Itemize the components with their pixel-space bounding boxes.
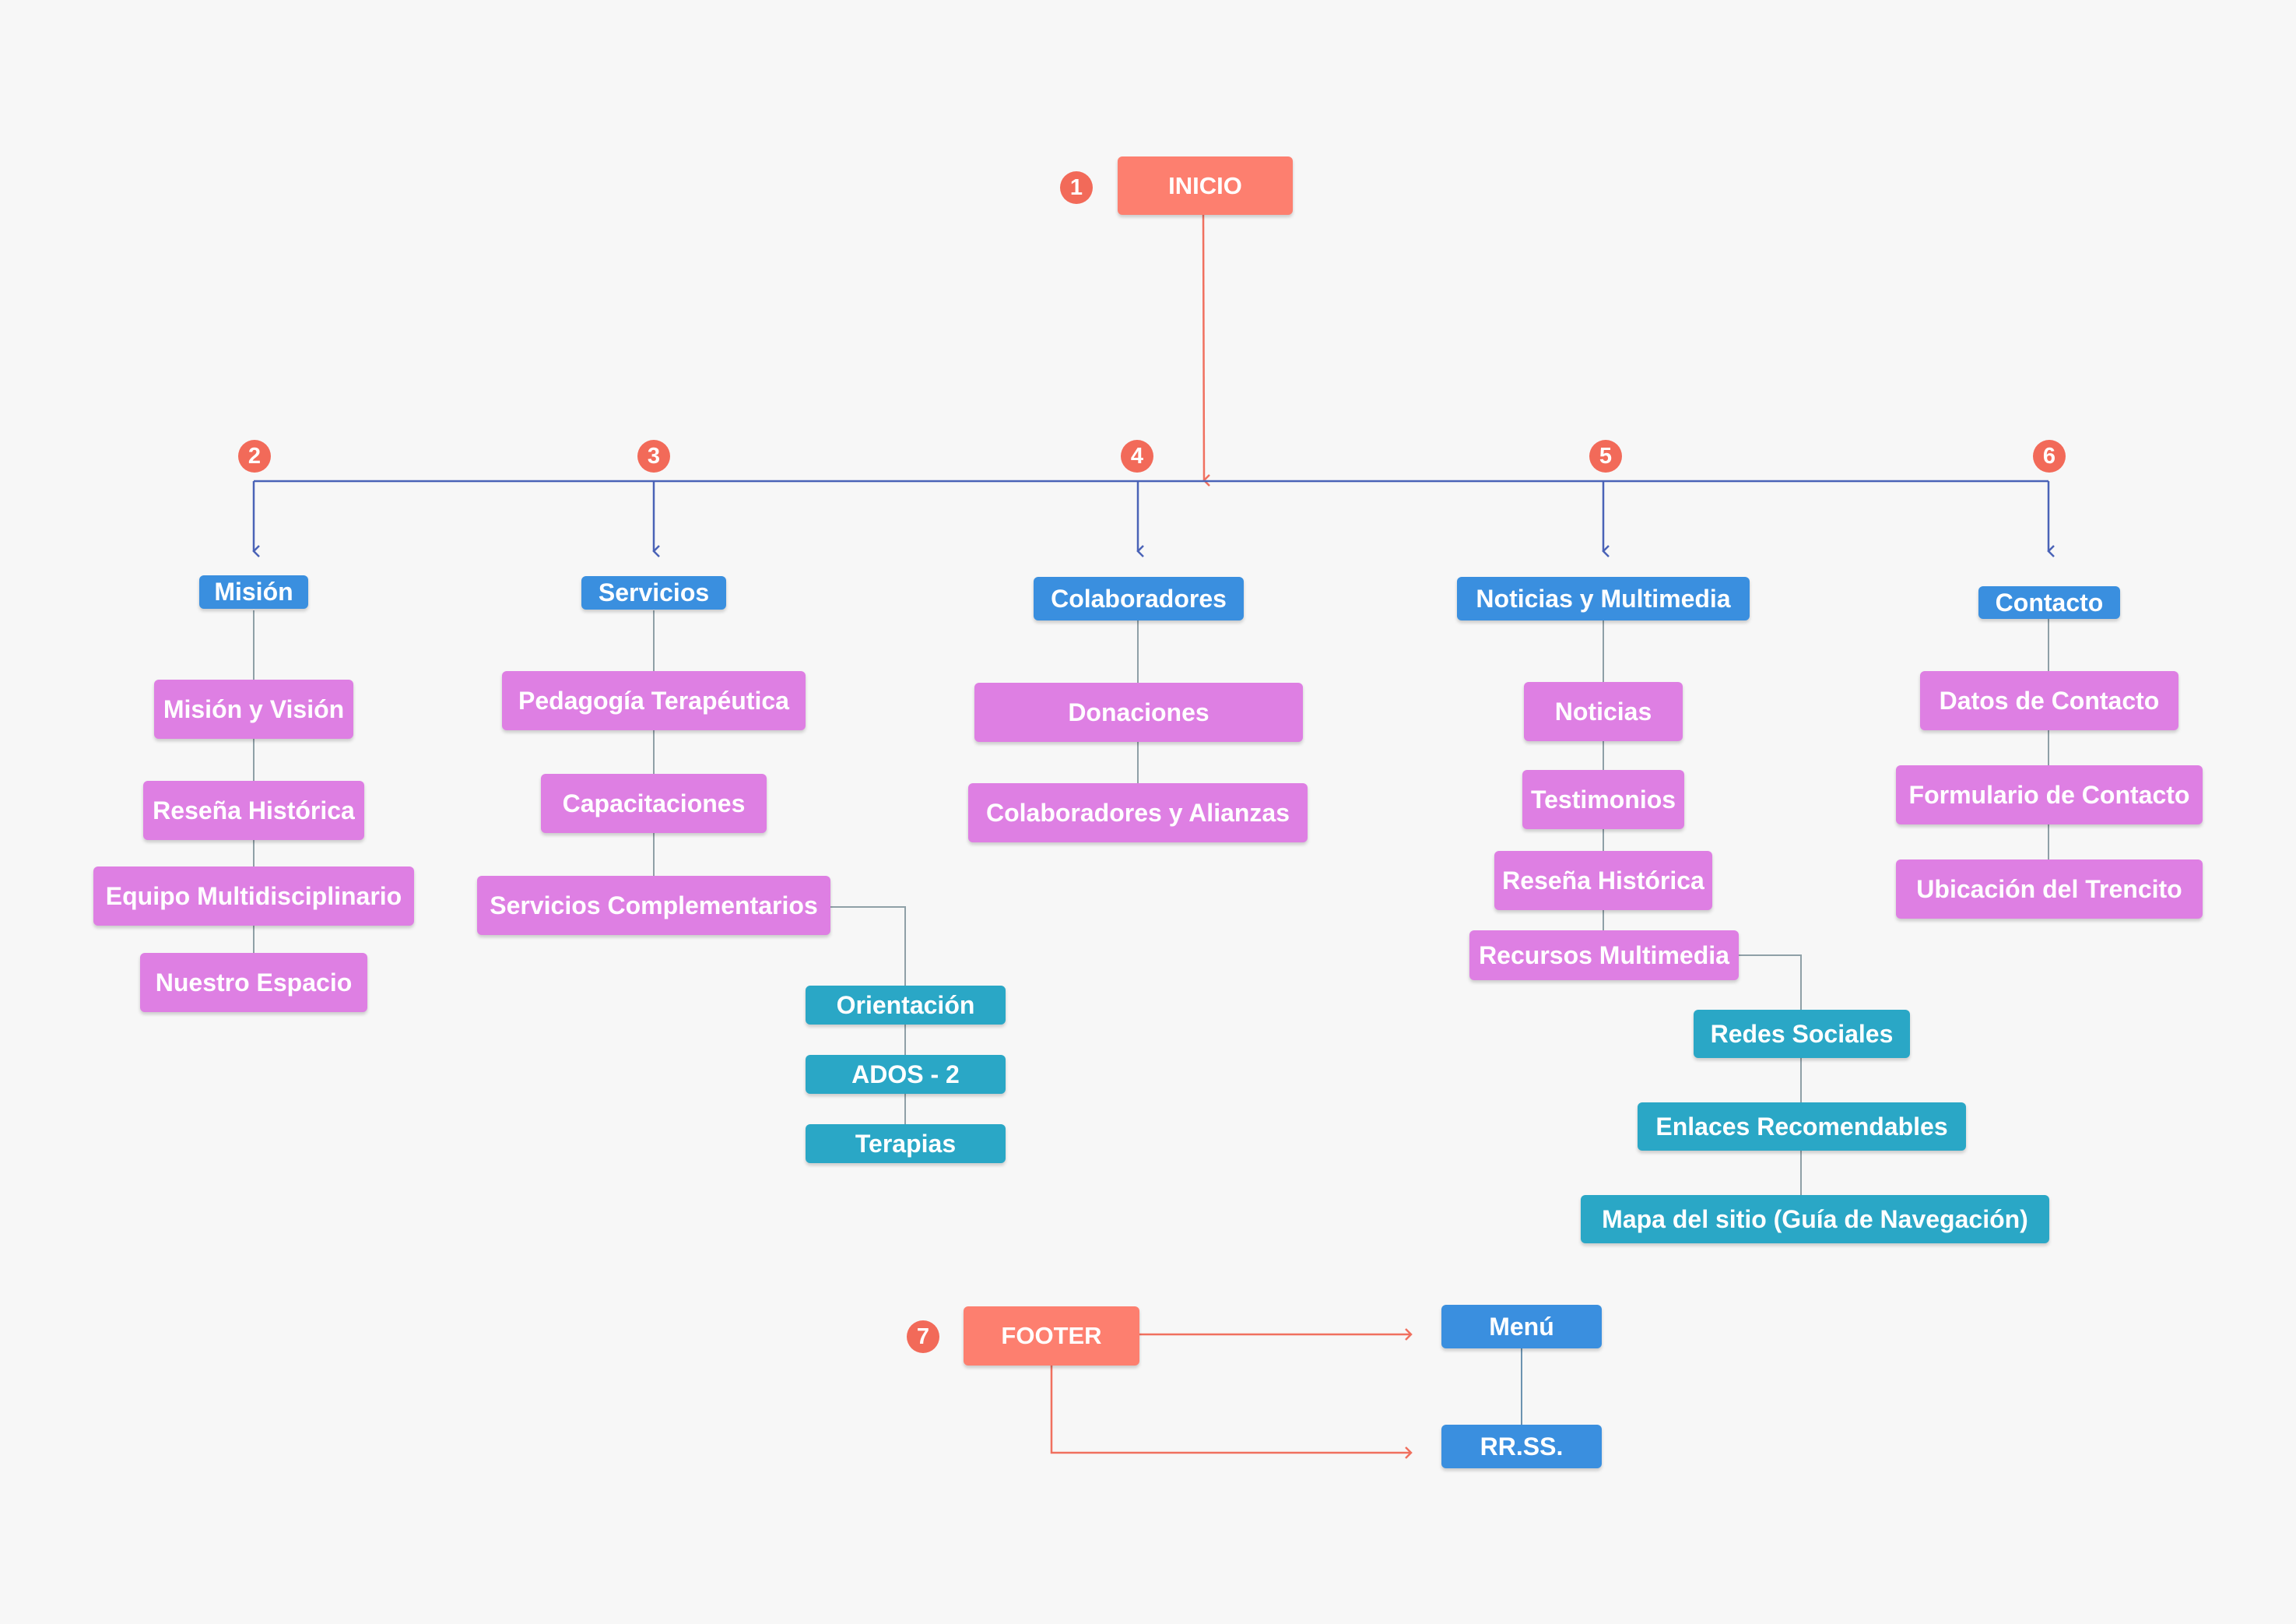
servicios-sub-orientacion[interactable]: Orientación bbox=[806, 986, 1006, 1025]
inicio-connector bbox=[1202, 213, 1210, 487]
servicios-node[interactable]: Servicios bbox=[581, 576, 726, 610]
noticias-node[interactable]: Noticias y Multimedia bbox=[1457, 577, 1750, 620]
footer-arrow-rrss bbox=[1050, 1366, 1413, 1459]
step-badge-5: 5 bbox=[1589, 440, 1622, 473]
servicios-item-pedagogia[interactable]: Pedagogía Terapéutica bbox=[502, 671, 806, 730]
mision-item-mision-vision[interactable]: Misión y Visión bbox=[154, 680, 353, 739]
footer-item-menu[interactable]: Menú bbox=[1441, 1305, 1602, 1348]
step-badge-6: 6 bbox=[2033, 440, 2066, 473]
contacto-item-ubicacion[interactable]: Ubicación del Trencito bbox=[1896, 859, 2203, 919]
step-badge-2: 2 bbox=[238, 440, 271, 473]
step-badge-1: 1 bbox=[1060, 171, 1093, 204]
footer-node[interactable]: FOOTER bbox=[964, 1306, 1139, 1366]
servicios-sub-ados[interactable]: ADOS - 2 bbox=[806, 1055, 1006, 1094]
colaboradores-item-donaciones[interactable]: Donaciones bbox=[974, 683, 1303, 742]
noticias-item-recursos[interactable]: Recursos Multimedia bbox=[1469, 930, 1739, 980]
colaboradores-item-alianzas[interactable]: Colaboradores y Alianzas bbox=[968, 783, 1308, 842]
mision-item-equipo[interactable]: Equipo Multidisciplinario bbox=[93, 866, 414, 926]
noticias-item-testimonios[interactable]: Testimonios bbox=[1522, 770, 1684, 829]
noticias-sub-redes[interactable]: Redes Sociales bbox=[1694, 1010, 1910, 1058]
noticias-sub-mapa[interactable]: Mapa del sitio (Guía de Navegación) bbox=[1581, 1195, 2049, 1243]
colaboradores-node[interactable]: Colaboradores bbox=[1034, 577, 1244, 620]
noticias-item-noticias[interactable]: Noticias bbox=[1524, 682, 1683, 741]
contacto-node[interactable]: Contacto bbox=[1978, 586, 2120, 619]
step-badge-7: 7 bbox=[907, 1320, 939, 1353]
mision-item-resena-historica[interactable]: Reseña Histórica bbox=[143, 781, 364, 840]
noticias-sub-enlaces[interactable]: Enlaces Recomendables bbox=[1638, 1102, 1966, 1151]
servicios-item-complementarios[interactable]: Servicios Complementarios bbox=[477, 876, 830, 935]
step-badge-4: 4 bbox=[1121, 440, 1153, 473]
inicio-node[interactable]: INICIO bbox=[1118, 156, 1293, 215]
servicios-sub-terapias[interactable]: Terapias bbox=[806, 1124, 1006, 1163]
footer-item-rrss[interactable]: RR.SS. bbox=[1441, 1425, 1602, 1468]
contacto-item-formulario[interactable]: Formulario de Contacto bbox=[1896, 765, 2203, 824]
mision-item-nuestro-espacio[interactable]: Nuestro Espacio bbox=[140, 953, 367, 1012]
step-badge-3: 3 bbox=[637, 440, 670, 473]
mision-node[interactable]: Misión bbox=[199, 575, 308, 609]
noticias-item-resena-historica[interactable]: Reseña Histórica bbox=[1494, 851, 1712, 910]
servicios-sub-connector bbox=[830, 906, 906, 1162]
servicios-item-capacitaciones[interactable]: Capacitaciones bbox=[541, 774, 767, 833]
contacto-item-datos[interactable]: Datos de Contacto bbox=[1920, 671, 2178, 730]
